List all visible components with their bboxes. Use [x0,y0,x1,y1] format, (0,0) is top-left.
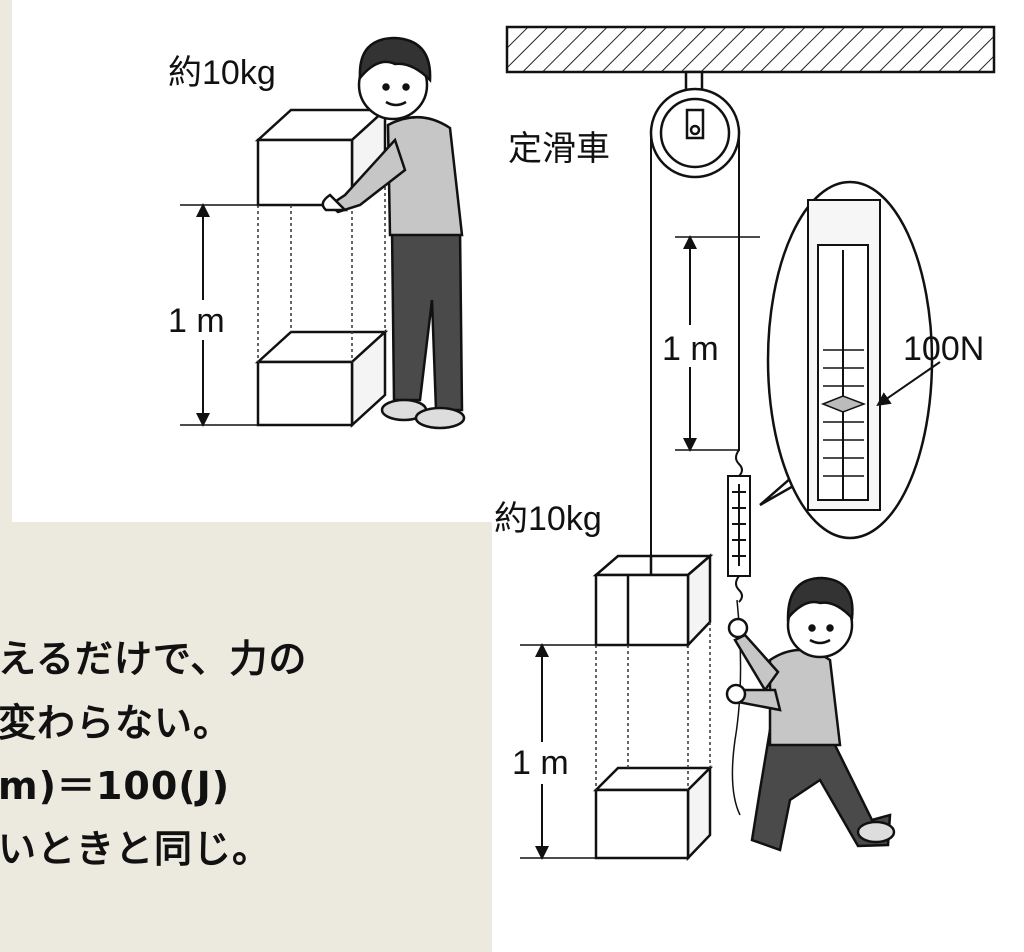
kneeling-person [725,576,896,852]
spring-scale [727,449,751,603]
rope-height-label: 1 m [662,330,719,368]
left-lifting-figure: 1 m 約10kg [168,36,466,430]
dashed-guides [257,175,386,362]
right-mass-label: 約10kg [494,500,602,538]
magnified-scale-bubble [759,180,941,540]
right-panel [492,0,1024,952]
lower-box [254,329,389,428]
right-lower-box [592,764,714,862]
left-mass-label: 約10kg [168,54,276,92]
fixed-pulley [649,87,741,179]
caption-line-2: 変わらない。 [0,701,233,745]
right-upper-box [592,553,714,649]
caption-line-4: いときと同じ。 [0,827,272,871]
caption-line-1: えるだけで、力の [0,637,308,681]
box-height-label: 1 m [512,744,569,782]
standing-person [321,36,466,430]
ceiling [505,25,996,74]
scale-pointer [820,395,867,413]
caption-line-3: m)＝100(J) [0,764,231,808]
pulley-label: 定滑車 [508,130,610,168]
left-height-label: 1 m [168,302,225,340]
right-pulley-figure: 定滑車 1 m [494,25,996,862]
scale-reading-label: 100N [903,330,984,368]
